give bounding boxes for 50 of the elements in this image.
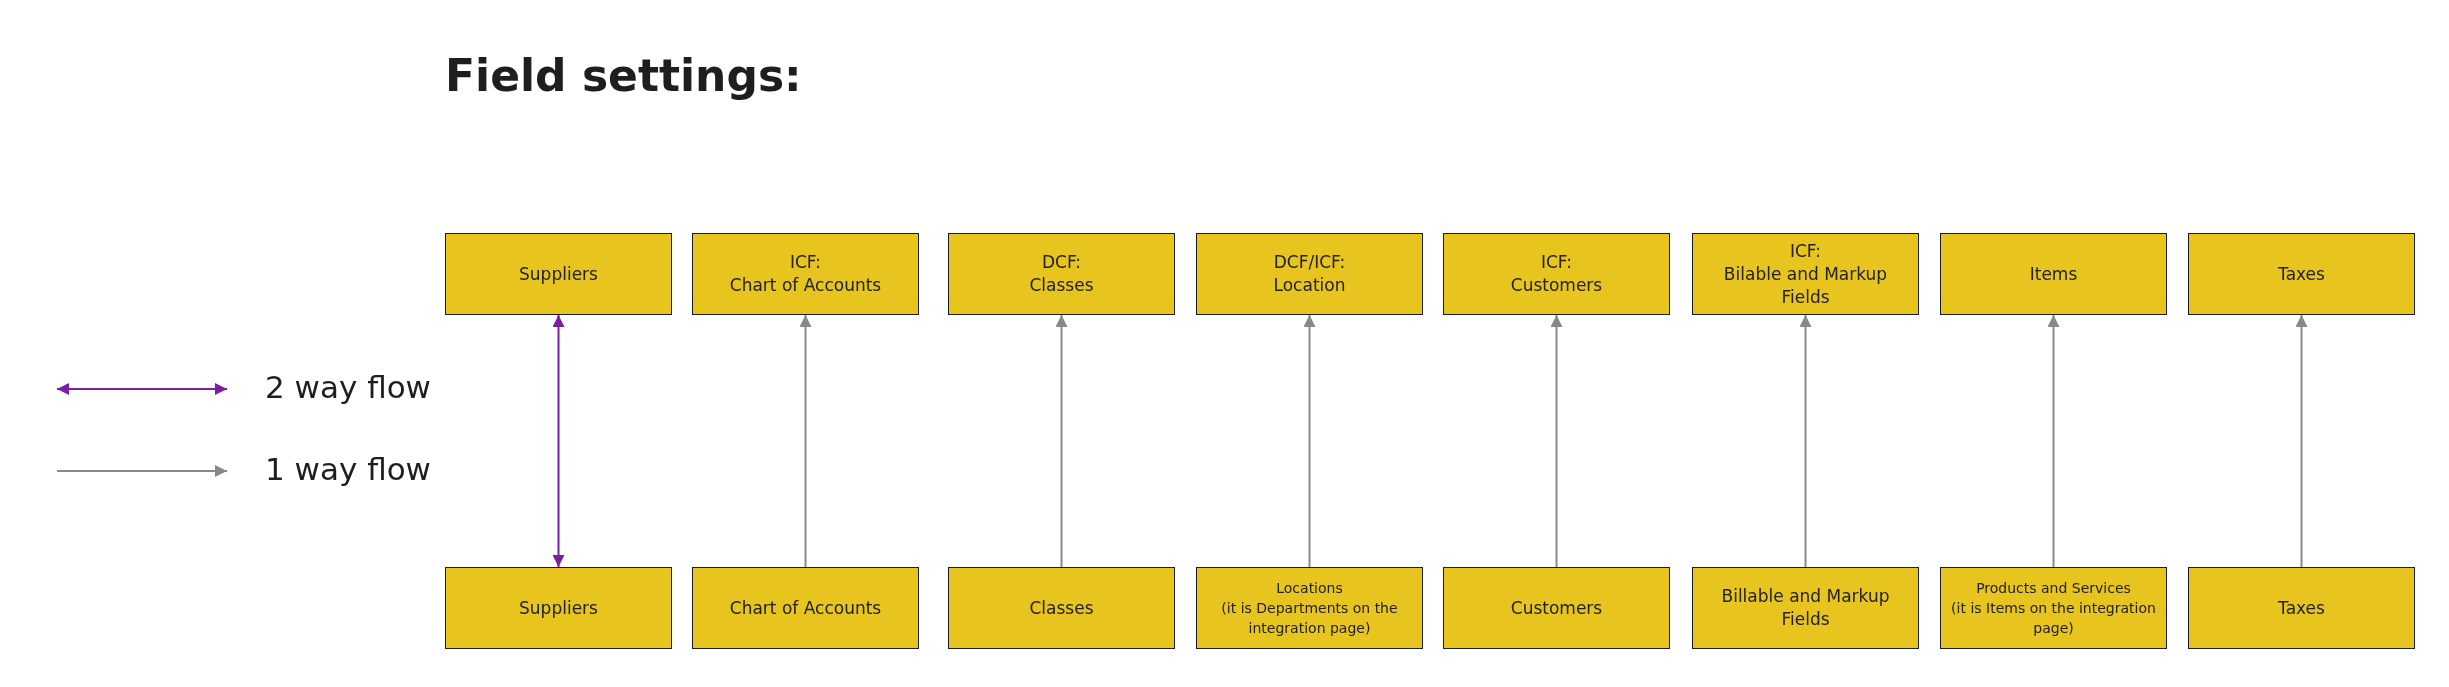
field-label: Suppliers <box>519 596 598 620</box>
arrow <box>799 314 812 568</box>
field-label: Suppliers <box>519 262 598 286</box>
field-label: Customers <box>1510 596 1603 620</box>
legend-label: 2 way flow <box>265 369 431 405</box>
field-label: Billable and Markup Fields <box>1720 585 1891 631</box>
field-box <box>948 567 1175 649</box>
field-box <box>1940 567 2167 649</box>
field-box <box>1443 233 1670 315</box>
field-label: ICF: <box>789 251 822 274</box>
field-label: Classes <box>1029 274 1094 297</box>
field-label: Customers <box>1510 274 1603 297</box>
field-label: Chart of Accounts <box>729 596 882 620</box>
field-box <box>445 233 672 315</box>
field-box <box>445 567 672 649</box>
field-label: Location <box>1273 274 1346 297</box>
field-box <box>1196 233 1423 315</box>
field-box <box>692 567 919 649</box>
legend-label: 1 way flow <box>265 451 431 487</box>
field-label: ICF: <box>1540 251 1573 274</box>
field-label: (it is Items on the integration page) <box>1950 599 2157 638</box>
field-label: (it is Departments on the integration page) <box>1220 599 1399 638</box>
field-label: Items <box>2029 262 2078 286</box>
field-label: Taxes <box>2278 262 2325 286</box>
arrow <box>1799 314 1812 568</box>
field-label: Classes <box>1029 596 1094 620</box>
field-label: Chart of Accounts <box>729 274 882 297</box>
arrow <box>1550 314 1563 568</box>
field-box <box>2188 233 2415 315</box>
field-box <box>692 233 919 315</box>
field-label: ICF: <box>1789 239 1822 263</box>
field-label: DCF/ICF: <box>1273 251 1346 274</box>
arrow <box>552 314 565 568</box>
field-label: DCF: <box>1041 251 1082 274</box>
field-box <box>1196 567 1423 649</box>
field-box <box>2188 567 2415 649</box>
field-label: Bilable and Markup Fields <box>1722 262 1889 309</box>
field-box <box>1443 567 1670 649</box>
arrow <box>2047 314 2060 568</box>
field-box <box>1692 233 1919 315</box>
field-box <box>948 233 1175 315</box>
title: Field settings: <box>445 50 802 101</box>
field-label: Taxes <box>2278 596 2325 620</box>
arrow <box>1303 314 1316 568</box>
arrow <box>1055 314 1068 568</box>
field-label: Locations <box>1276 579 1343 598</box>
field-label: Products and Services <box>1976 579 2131 598</box>
field-box <box>1940 233 2167 315</box>
arrow <box>2295 314 2308 568</box>
field-box <box>1692 567 1919 649</box>
